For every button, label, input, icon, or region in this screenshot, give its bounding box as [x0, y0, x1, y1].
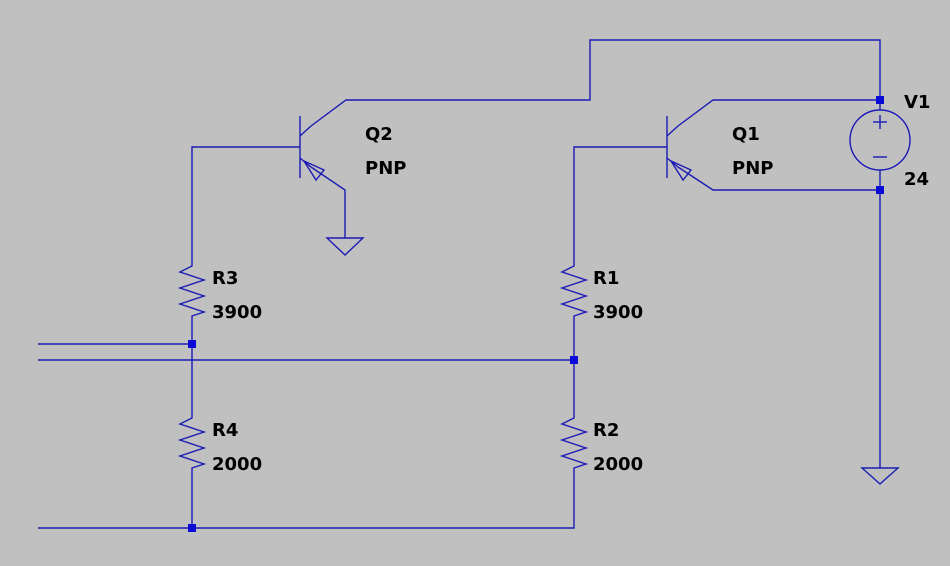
wires: [38, 39, 881, 529]
wire-q1-base-to-r1[interactable]: [573, 146, 667, 258]
label-r3-value: 3900: [212, 302, 262, 323]
ground-icon: [325, 237, 365, 256]
ground-icon: [860, 467, 900, 485]
label-r2-value: 2000: [593, 454, 643, 475]
transistor-q1[interactable]: [666, 116, 693, 182]
label-r2-name: R2: [593, 420, 619, 441]
node-v1-minus: [876, 186, 884, 194]
wire-q1-collector-to-v1[interactable]: [677, 99, 880, 127]
label-v1-name: V1: [904, 92, 930, 113]
label-r1-value: 3900: [593, 302, 643, 323]
pnp-arrow-icon: [669, 159, 693, 182]
pnp-arrow-icon: [302, 159, 326, 182]
label-r4-name: R4: [212, 420, 238, 441]
resistor-r3[interactable]: [177, 258, 207, 322]
label-q1-name: Q1: [732, 124, 760, 145]
wire-q2-collector-to-v1[interactable]: [310, 39, 881, 127]
wire-r2-to-bottom[interactable]: [38, 474, 575, 529]
resistor-r2[interactable]: [559, 410, 589, 474]
wire-v1-minus-to-q1-emitter[interactable]: [677, 166, 880, 191]
resistor-r4[interactable]: [177, 410, 207, 474]
node-r1-r2: [570, 356, 578, 364]
resistor-r1[interactable]: [559, 258, 589, 322]
wire-q2-emitter-to-ground[interactable]: [310, 166, 346, 238]
label-q2-model: PNP: [365, 158, 406, 179]
label-q1-model: PNP: [732, 158, 773, 179]
label-r1-name: R1: [593, 268, 619, 289]
voltage-source-v1[interactable]: [849, 100, 911, 190]
node-bottom-rail: [188, 524, 196, 532]
label-v1-value: 24: [904, 169, 929, 190]
node-r3-r4: [188, 340, 196, 348]
label-q2-name: Q2: [365, 124, 393, 145]
wire-q2-base-to-r3[interactable]: [191, 146, 300, 258]
transistor-q2[interactable]: [299, 116, 326, 182]
label-r4-value: 2000: [212, 454, 262, 475]
junction-nodes: [188, 96, 884, 532]
label-r3-name: R3: [212, 268, 238, 289]
node-v1-plus: [876, 96, 884, 104]
